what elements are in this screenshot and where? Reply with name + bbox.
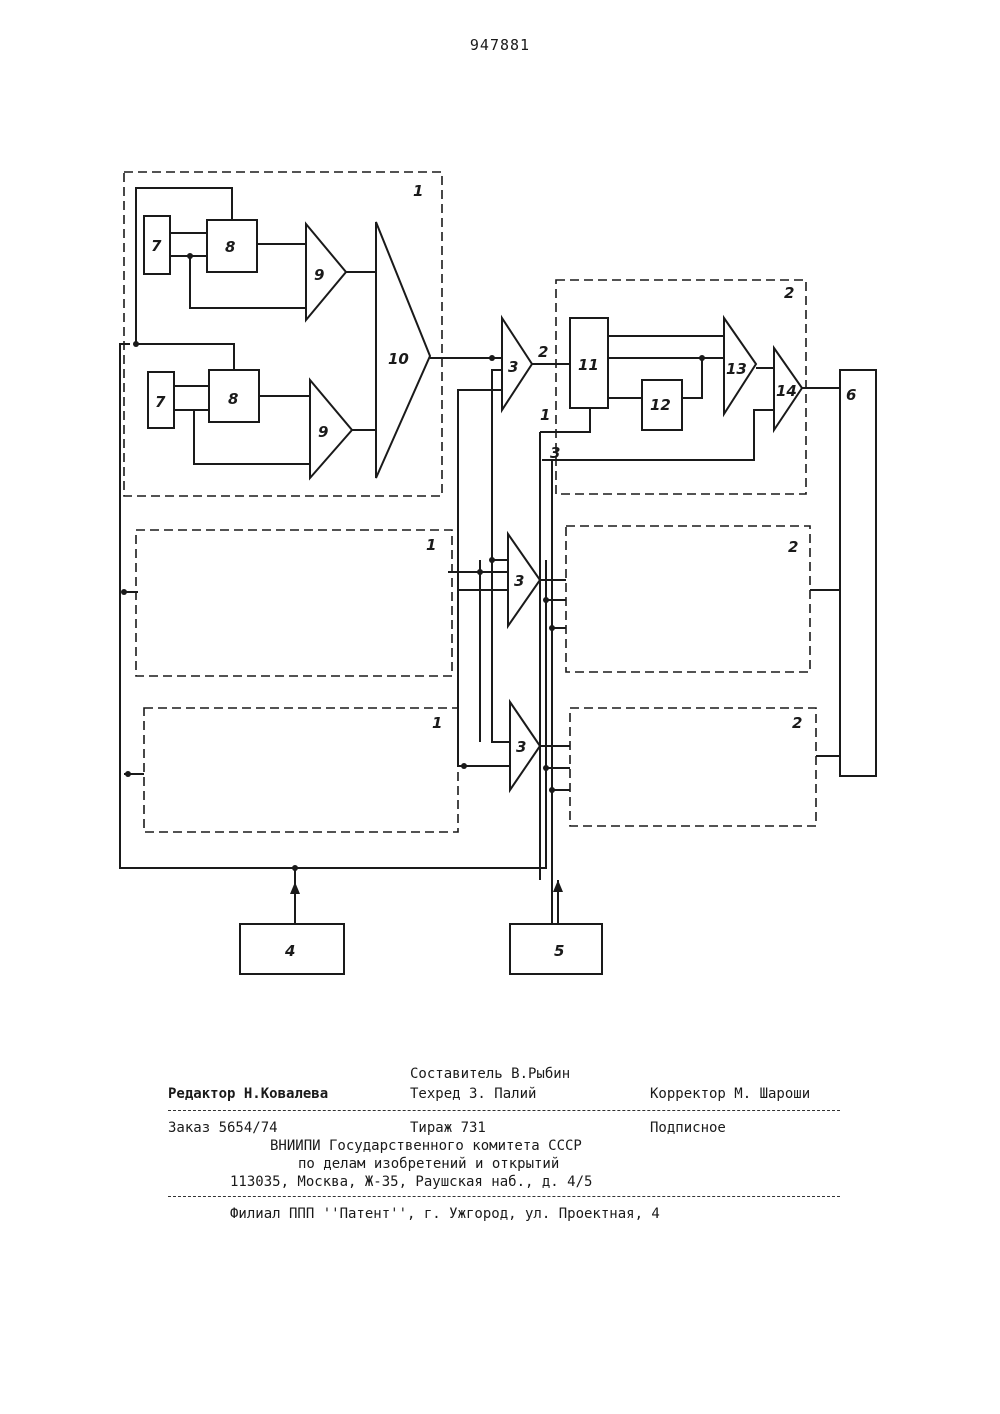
corrector-line: Корректор М. Шароши bbox=[650, 1086, 810, 1102]
order-line: Заказ 5654/74 bbox=[168, 1120, 278, 1136]
divider bbox=[168, 1196, 840, 1197]
org-line-1: ВНИИПИ Государственного комитета СССР bbox=[270, 1138, 582, 1154]
compiler-line: Составитель В.Рыбин bbox=[410, 1066, 570, 1082]
org-line-2: по делам изобретений и открытий bbox=[298, 1156, 559, 1172]
editor-line: Редактор Н.Ковалева bbox=[168, 1086, 328, 1102]
branch-line: Филиал ППП ''Патент'', г. Ужгород, ул. П… bbox=[230, 1206, 660, 1222]
divider bbox=[168, 1110, 840, 1111]
subscription-line: Подписное bbox=[650, 1120, 726, 1136]
techred-line: Техред З. Палий bbox=[410, 1086, 536, 1102]
org-address: 113035, Москва, Ж-35, Раушская наб., д. … bbox=[230, 1174, 592, 1190]
circulation-line: Тираж 731 bbox=[410, 1120, 486, 1136]
